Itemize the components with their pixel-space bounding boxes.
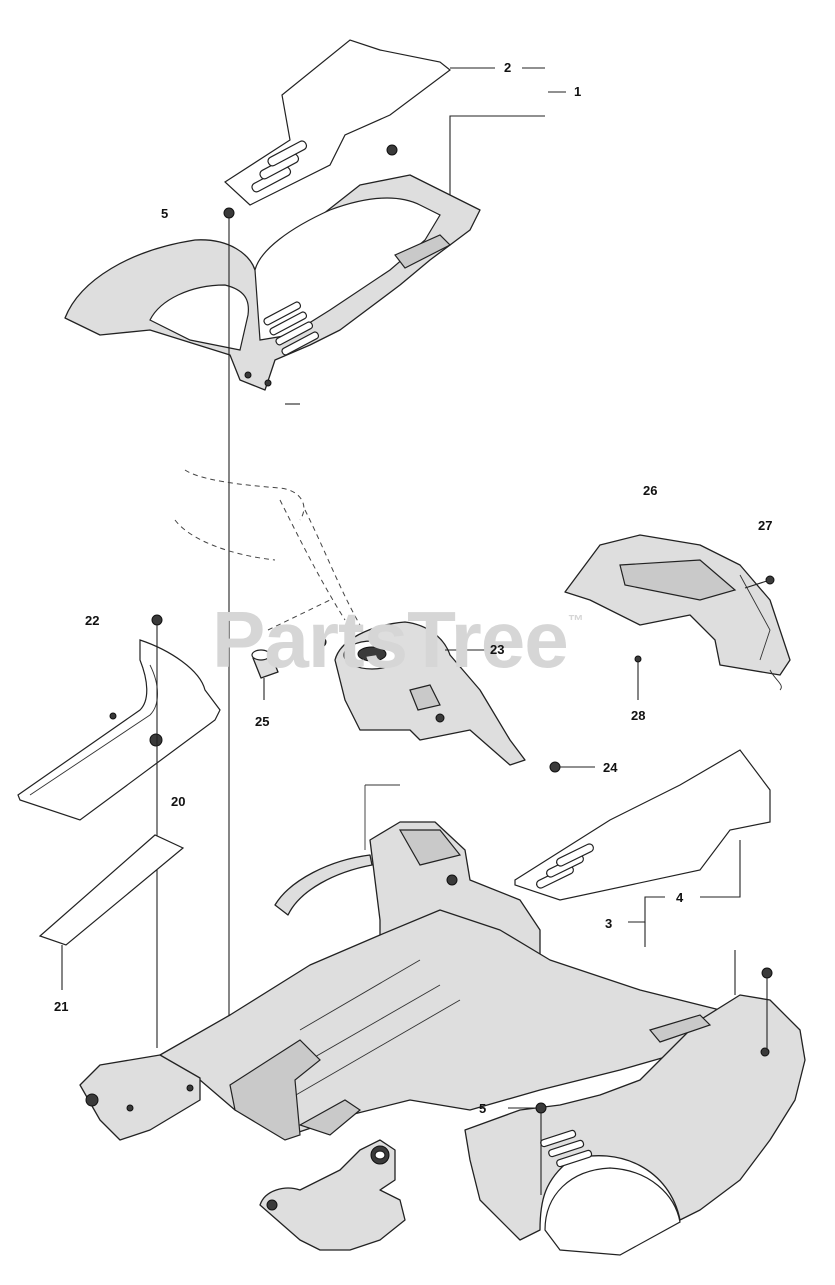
- part-2-top-panel: [224, 39, 451, 206]
- callout-3: 3: [605, 916, 613, 931]
- callout-20: 20: [171, 794, 186, 809]
- part-20-left-panel: [17, 639, 221, 821]
- part-23-console: [334, 621, 526, 766]
- part-22-bolt-icon: [151, 614, 163, 626]
- leader-4: [700, 840, 741, 898]
- callout-1: 1: [574, 84, 582, 99]
- fender-vents: [263, 301, 320, 356]
- callout-5-bottom: 5: [479, 1101, 487, 1116]
- part-26-rear-cover: [564, 534, 791, 691]
- callout-21: 21: [54, 999, 69, 1014]
- bolt-right-icon: [761, 967, 773, 979]
- leader-3-4: [628, 896, 665, 923]
- callout-26: 26: [643, 483, 658, 498]
- bolt-icon: [386, 144, 398, 156]
- callout-27: 27: [758, 518, 773, 533]
- callout-5-top: 5: [161, 206, 169, 221]
- chassis-frame: [79, 784, 806, 1256]
- vent-slots: [251, 140, 308, 193]
- part-27-screw-icon: [744, 575, 775, 589]
- callout-23: 23: [490, 642, 505, 657]
- leader-1b: [449, 115, 545, 195]
- part-25-bushing: [251, 649, 279, 679]
- callout-4: 4: [676, 890, 684, 905]
- right-fender-vents: [540, 1129, 593, 1168]
- bolt-5-bottom-icon: [535, 1102, 547, 1114]
- callout-24: 24: [603, 760, 618, 775]
- callout-2: 2: [504, 60, 512, 75]
- part-28-washer-icon: [634, 655, 642, 663]
- callout-25: 25: [255, 714, 270, 729]
- bolt-5-top-icon: [223, 207, 235, 219]
- part-4-right-panel: [514, 749, 771, 901]
- part-1-upper-fender: [64, 174, 481, 391]
- watermark-logo: PartsTree™: [212, 595, 584, 684]
- right-vent-slots: [536, 843, 594, 889]
- callout-22: 22: [85, 613, 100, 628]
- callout-28: 28: [631, 708, 646, 723]
- part-24-bolt-icon: [549, 761, 561, 773]
- steering-dashed-outline: [174, 469, 361, 631]
- nut-icon: [315, 636, 327, 648]
- part-21-strip: [38, 834, 185, 946]
